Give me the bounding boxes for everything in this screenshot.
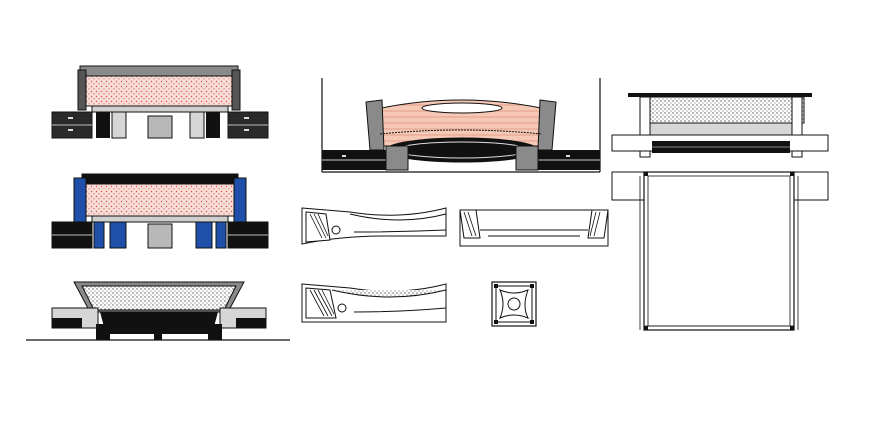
- bed-elevation-blue: [51, 173, 269, 249]
- bed-elevation-right: [611, 93, 829, 158]
- bed-leg-detail: [491, 281, 537, 327]
- bed-side-profile: [459, 209, 609, 247]
- headboard-side-profile-b: [301, 283, 447, 323]
- bed-plan-view: [611, 171, 829, 331]
- bed-elevation-large: [321, 78, 601, 173]
- bed-elevation-front: [51, 65, 269, 139]
- headboard-side-profile-a: [301, 207, 447, 245]
- bed-section-base: [26, 281, 290, 341]
